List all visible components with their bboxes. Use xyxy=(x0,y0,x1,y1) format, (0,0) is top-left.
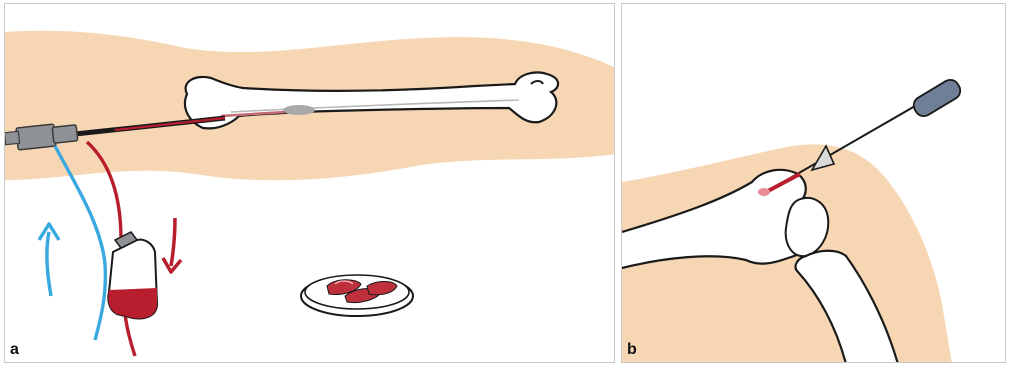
panel-label-b: b xyxy=(627,342,637,358)
arrow-up-icon xyxy=(39,224,59,296)
collection-container xyxy=(108,232,157,318)
needle-handle xyxy=(910,77,963,120)
petri-dish xyxy=(301,275,413,316)
reamer-head xyxy=(283,105,315,115)
aspiration-outlet-tube xyxy=(125,314,135,356)
arrow-down-icon xyxy=(163,218,181,272)
panel-b-illustration xyxy=(622,4,1006,363)
panel-a-illustration xyxy=(5,4,615,363)
aspiration-site xyxy=(758,188,770,196)
panel-label-a: a xyxy=(10,342,19,358)
panel-b: b xyxy=(621,3,1006,363)
panel-a: a xyxy=(4,3,615,363)
